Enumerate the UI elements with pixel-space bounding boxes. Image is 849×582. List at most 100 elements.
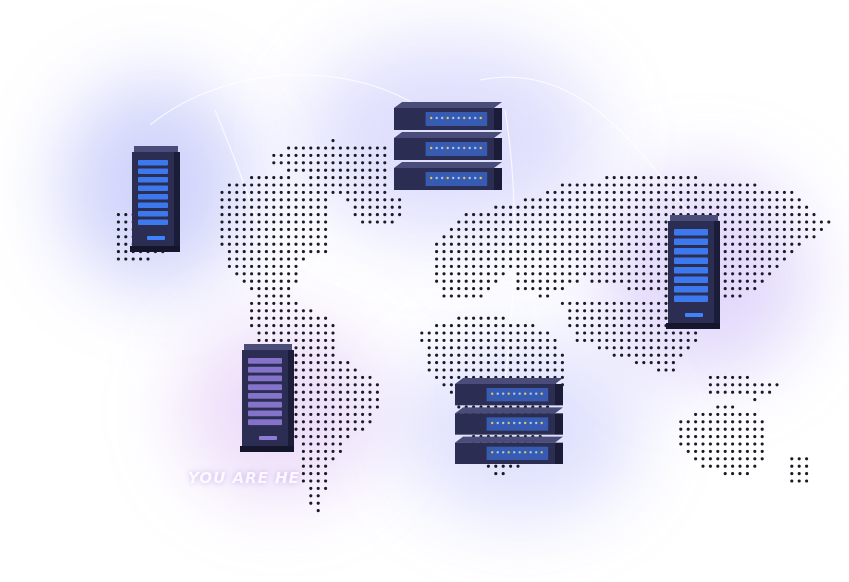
map-dot: [479, 213, 483, 217]
map-dot: [257, 324, 261, 328]
map-dot: [560, 361, 564, 365]
map-dot: [368, 183, 372, 187]
map-dot: [509, 213, 513, 217]
map-dot: [716, 420, 720, 424]
rack-unit-led: [468, 146, 471, 150]
map-dot: [768, 250, 772, 254]
map-dot: [331, 368, 335, 372]
map-dot: [679, 427, 683, 431]
map-dot: [494, 264, 498, 268]
map-dot: [346, 398, 350, 402]
map-dot: [753, 198, 757, 202]
map-dot: [664, 279, 668, 283]
map-dot: [738, 449, 742, 453]
map-dot: [553, 338, 557, 342]
map-dot: [568, 279, 572, 283]
map-dot: [242, 279, 246, 283]
map-dot: [723, 390, 727, 394]
map-dot: [605, 309, 609, 313]
map-dot: [538, 287, 542, 291]
map-dot: [768, 264, 772, 268]
map-dot: [257, 294, 261, 298]
map-dot: [531, 346, 535, 350]
map-dot: [782, 242, 786, 246]
map-dot: [538, 235, 542, 239]
map-dot: [649, 235, 653, 239]
map-dot: [538, 279, 542, 283]
map-dot: [634, 301, 638, 305]
map-dot: [701, 183, 705, 187]
map-dot: [331, 457, 335, 461]
map-dot: [590, 227, 594, 231]
map-dot: [235, 235, 239, 239]
map-dot: [657, 279, 661, 283]
map-dot: [716, 383, 720, 387]
map-dot: [324, 457, 328, 461]
map-dot: [324, 316, 328, 320]
map-dot: [723, 427, 727, 431]
map-dot: [605, 346, 609, 350]
map-dot: [657, 176, 661, 180]
map-dot: [257, 331, 261, 335]
map-dot: [316, 353, 320, 357]
map-dot: [309, 183, 313, 187]
rack-unit-led: [441, 176, 444, 180]
map-dot: [612, 213, 616, 217]
map-dot: [427, 331, 431, 335]
map-dot: [782, 198, 786, 202]
map-dot: [457, 235, 461, 239]
map-dot: [745, 257, 749, 261]
tower-drive-bay: [138, 211, 168, 217]
map-dot: [383, 168, 387, 172]
map-dot: [723, 235, 727, 239]
map-dot: [634, 213, 638, 217]
map-dot: [738, 472, 742, 476]
rack-unit-led: [479, 146, 482, 150]
map-dot: [331, 405, 335, 409]
map-dot: [812, 213, 816, 217]
map-dot: [457, 227, 461, 231]
map-dot: [287, 301, 291, 305]
map-dot: [686, 442, 690, 446]
map-dot: [605, 316, 609, 320]
map-dot: [346, 198, 350, 202]
map-dot: [272, 301, 276, 305]
map-dot: [538, 331, 542, 335]
map-dot: [375, 161, 379, 165]
map-dot: [745, 383, 749, 387]
map-dot: [501, 368, 505, 372]
map-dot: [597, 235, 601, 239]
map-dot: [597, 331, 601, 335]
map-dot: [738, 390, 742, 394]
map-dot: [775, 235, 779, 239]
map-dot: [620, 220, 624, 224]
map-dot: [657, 309, 661, 313]
map-dot: [220, 213, 224, 217]
map-dot: [620, 264, 624, 268]
map-dot: [701, 190, 705, 194]
map-dot: [242, 250, 246, 254]
map-dot: [790, 213, 794, 217]
map-dot: [768, 242, 772, 246]
map-dot: [442, 264, 446, 268]
server-tower-icon-south-america: [240, 344, 294, 452]
map-dot: [731, 264, 735, 268]
rack-unit-led: [540, 421, 543, 425]
map-dot: [331, 346, 335, 350]
map-dot: [790, 198, 794, 202]
map-dot: [301, 464, 305, 468]
map-dot: [309, 368, 313, 372]
map-dot: [435, 279, 439, 283]
map-dot: [553, 368, 557, 372]
map-dot: [361, 153, 365, 157]
map-dot: [620, 183, 624, 187]
map-dot: [797, 220, 801, 224]
map-dot: [301, 361, 305, 365]
map-dot: [531, 227, 535, 231]
map-dot: [620, 227, 624, 231]
map-dot: [279, 324, 283, 328]
map-dot: [435, 368, 439, 372]
map-dot: [694, 412, 698, 416]
map-dot: [708, 420, 712, 424]
map-dot: [745, 457, 749, 461]
